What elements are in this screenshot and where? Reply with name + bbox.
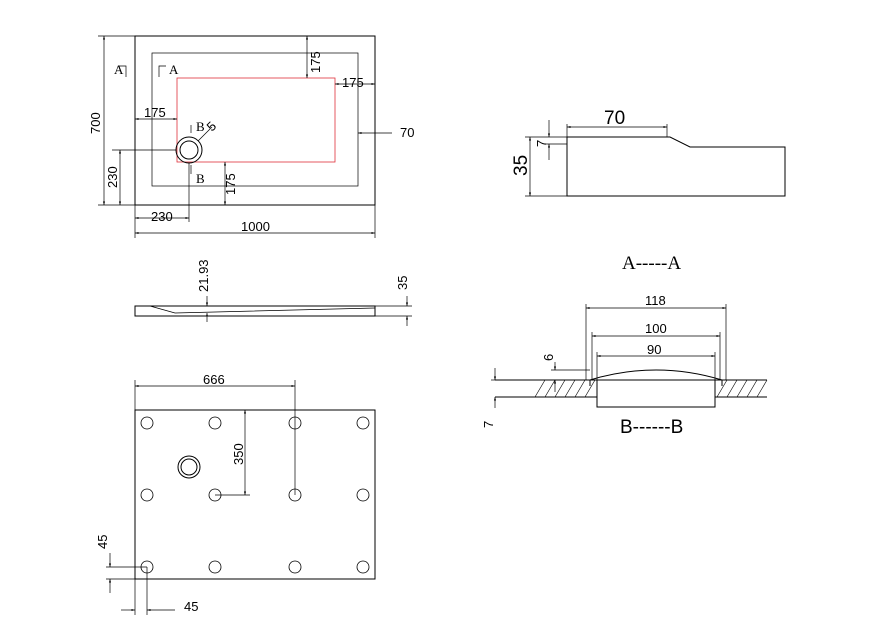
tray-inner-outline bbox=[151, 52, 359, 187]
dim-overall-length: 1000 bbox=[241, 219, 270, 234]
dim-drain-radius: 5 bbox=[204, 118, 220, 134]
support-feet bbox=[140, 416, 370, 574]
dim-lip: 6 bbox=[541, 354, 556, 361]
dim-middle: 100 bbox=[645, 321, 667, 336]
dim-foot-offset-y: 45 bbox=[95, 535, 110, 549]
dim-drain-x: 666 bbox=[203, 372, 225, 387]
section-a-left-mark bbox=[119, 65, 127, 77]
dim-rim-bottom: 175 bbox=[223, 173, 238, 195]
drain-bottom-icon bbox=[177, 455, 201, 479]
section-b-hatch bbox=[534, 379, 768, 398]
foot bbox=[356, 488, 370, 502]
drain-body bbox=[596, 379, 716, 408]
tray-slope-line bbox=[149, 305, 376, 314]
foot bbox=[208, 560, 222, 574]
drain-cover bbox=[589, 369, 723, 381]
dim-slope-depth: 21.93 bbox=[196, 259, 211, 292]
dim-drain-from-left: 230 bbox=[151, 209, 173, 224]
section-a-right-mark bbox=[158, 65, 166, 77]
basin-area bbox=[176, 77, 336, 163]
section-a-profile bbox=[566, 136, 786, 197]
dim-overall-width: 700 bbox=[88, 112, 103, 134]
dim-rim-right: 70 bbox=[400, 125, 414, 140]
dim-foot-offset-x: 45 bbox=[184, 599, 198, 614]
section-b-view: 118 100 90 6 7 B------B bbox=[481, 293, 768, 438]
dim-rim-left: 175 bbox=[144, 105, 166, 120]
dim-inner: 90 bbox=[647, 342, 661, 357]
section-a-left-label: A bbox=[114, 62, 124, 77]
dim-drain-from-bottom: 230 bbox=[105, 166, 120, 188]
dim-depth: 7 bbox=[481, 421, 496, 428]
section-b-top-label: B bbox=[196, 119, 205, 134]
foot bbox=[288, 560, 302, 574]
foot bbox=[140, 488, 154, 502]
dim-height: 35 bbox=[395, 276, 410, 290]
tray-bottom-outline bbox=[134, 409, 376, 580]
dim-rim-width: 70 bbox=[604, 108, 625, 129]
side-view: 35 21.93 bbox=[134, 259, 412, 326]
dim-total-height: 35 bbox=[511, 155, 532, 176]
section-a-right-label: A bbox=[169, 62, 179, 77]
dim-drain-y: 350 bbox=[231, 443, 246, 465]
tray-side-outline bbox=[134, 305, 376, 317]
foot bbox=[208, 416, 222, 430]
section-b-bottom-label: B bbox=[196, 171, 205, 186]
top-view: A A B B 700 230 230 1000 175 175 175 bbox=[88, 35, 414, 238]
tray-outline bbox=[134, 35, 376, 206]
bottom-view: 666 350 45 45 bbox=[95, 372, 376, 615]
foot bbox=[356, 560, 370, 574]
dim-outer: 118 bbox=[645, 293, 666, 308]
dim-rim-right-top: 175 bbox=[342, 75, 364, 90]
section-a-label: A-----A bbox=[622, 253, 681, 274]
section-b-label: B------B bbox=[620, 417, 683, 438]
dim-rim-step: 7 bbox=[534, 140, 549, 147]
foot bbox=[356, 416, 370, 430]
foot bbox=[140, 416, 154, 430]
dim-rim-top: 175 bbox=[308, 51, 323, 73]
section-a-view: 70 35 7 A-----A bbox=[511, 108, 786, 274]
